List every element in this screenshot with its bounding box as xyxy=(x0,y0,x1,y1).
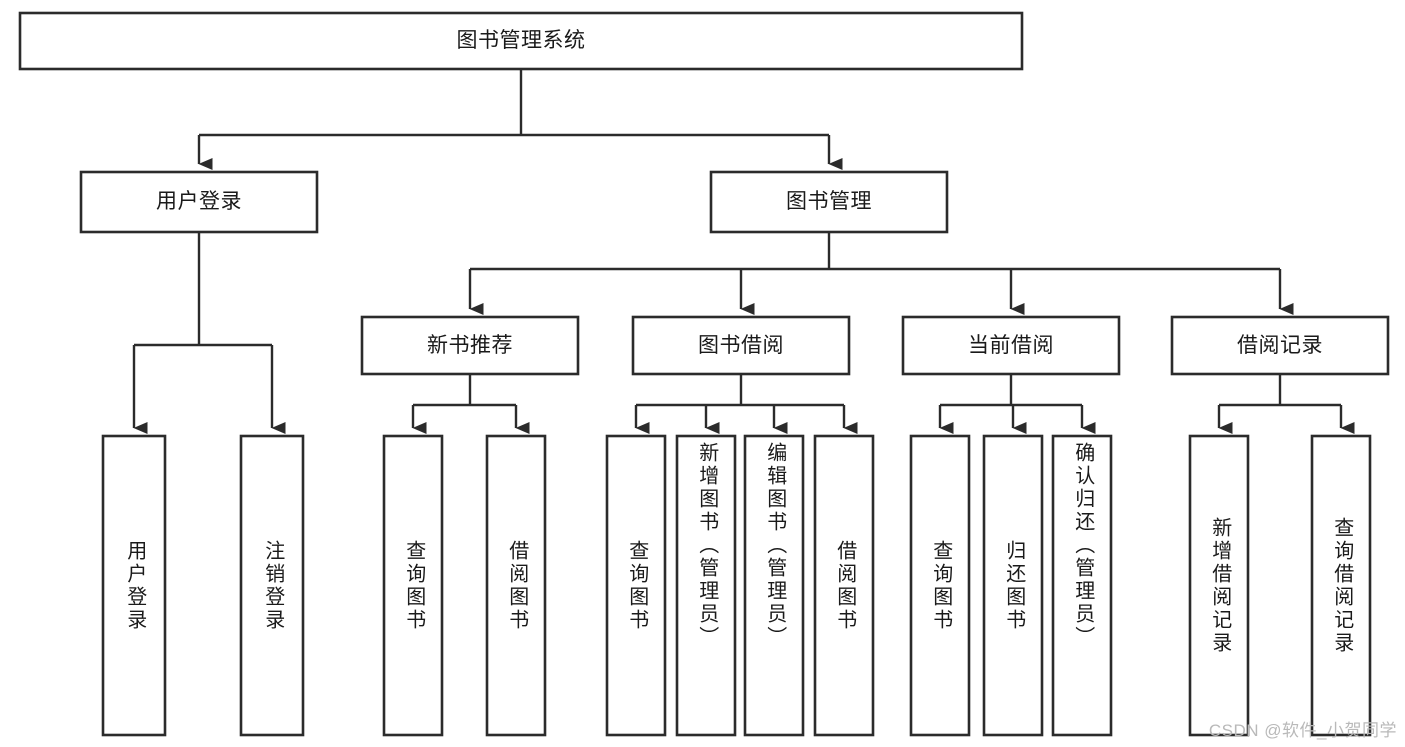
node-box-leaf-borrow-query[interactable] xyxy=(605,434,667,737)
node-box-borrow-record[interactable] xyxy=(1170,315,1390,376)
node-box-book-manage[interactable] xyxy=(709,170,949,234)
node-box-leaf-rec-add[interactable] xyxy=(1188,434,1250,737)
node-box-leaf-user-login[interactable] xyxy=(101,434,167,737)
node-box-leaf-cur-return[interactable] xyxy=(982,434,1044,737)
node-box-leaf-cur-confirm[interactable] xyxy=(1051,434,1113,737)
node-box-leaf-borrow-edit[interactable] xyxy=(743,434,805,737)
node-box-leaf-borrow-lend[interactable] xyxy=(813,434,875,737)
node-box-leaf-rec-borrow[interactable] xyxy=(485,434,547,737)
node-box-leaf-rec-query2[interactable] xyxy=(1310,434,1372,737)
node-box-leaf-user-logout[interactable] xyxy=(239,434,305,737)
node-box-new-book-rec[interactable] xyxy=(360,315,580,376)
node-box-root[interactable] xyxy=(18,11,1024,71)
node-box-user-login[interactable] xyxy=(79,170,319,234)
node-box-current-borrow[interactable] xyxy=(901,315,1121,376)
node-box-leaf-cur-query[interactable] xyxy=(909,434,971,737)
node-box-book-borrow[interactable] xyxy=(631,315,851,376)
node-box-leaf-borrow-add[interactable] xyxy=(675,434,737,737)
node-box-leaf-rec-query[interactable] xyxy=(382,434,444,737)
